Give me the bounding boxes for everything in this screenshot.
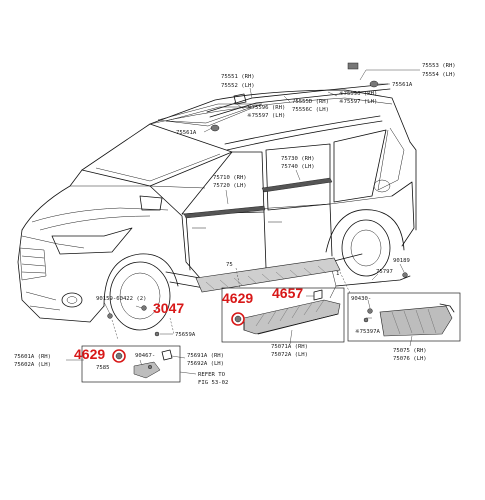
mud-guard-callouts: 90189 75797 90430- ※75397A 75075 (RH) 75… <box>335 258 461 362</box>
callout-3047: 3047 <box>153 300 184 316</box>
label-75602a: 75602A (LH) <box>14 362 51 368</box>
callout-4629-left: 4629 <box>74 346 105 362</box>
label-75596-left: ※75596 (RH) <box>247 104 285 111</box>
label-75561a-mid: 75561A <box>176 130 197 136</box>
roof-rail-cover-icon <box>233 93 247 105</box>
label-75730: 75730 (RH) <box>281 156 315 162</box>
highlight-ring-center <box>231 312 245 326</box>
label-75076: 75076 (LH) <box>393 356 427 362</box>
label-90467: 90467- <box>135 353 155 359</box>
label-75710: 75710 (RH) <box>213 175 247 181</box>
label-75597-left: ※75597 (LH) <box>247 112 285 119</box>
side-step-callouts: 75 1 75071A (RH) 75072A (LH) 4629 4657 <box>221 262 345 358</box>
label-75659a: 75659A <box>175 332 196 338</box>
label-75551: 75551 (RH) <box>221 74 255 80</box>
label-7585: 7585 <box>96 365 109 371</box>
label-90189: 90189 <box>393 258 410 264</box>
clip-4629-center-icon <box>234 315 242 323</box>
label-75597-right: ※75597 (LH) <box>339 98 377 105</box>
side-step-detail-box <box>221 287 345 343</box>
screw-90159-b-icon <box>141 305 147 311</box>
label-75601a: 75601A (RH) <box>14 354 51 360</box>
roof-clip-icon <box>210 124 220 132</box>
label-90430: 90430- <box>351 296 371 302</box>
label-number-1: 1 <box>336 271 339 277</box>
label-number-75: 75 <box>226 262 233 268</box>
clip-90189-icon <box>402 272 408 278</box>
callout-4629-center: 4629 <box>222 290 253 306</box>
label-75554: 75554 (LH) <box>422 72 456 78</box>
screw-90159-icon <box>107 313 113 319</box>
fender-callouts: 90159-60422 (2) 3047 75659A 75601A (RH) … <box>14 296 228 386</box>
label-refer-to: REFER TO <box>198 372 226 378</box>
label-75553: 75553 (RH) <box>422 63 456 69</box>
fender-bracket-icon <box>161 349 173 361</box>
mud-flap-strip <box>335 275 411 287</box>
callout-4657: 4657 <box>272 285 303 301</box>
clip-75659a-icon <box>154 331 160 337</box>
fender-flare-part <box>133 361 161 379</box>
clip-75397a-icon <box>363 317 369 323</box>
label-75691a: 75691A (RH) <box>187 353 224 359</box>
mud-guard-detail-box <box>347 292 461 342</box>
screw-90430-icon <box>367 308 373 314</box>
label-75552: 75552 (LH) <box>221 83 255 89</box>
roof-rail-clip-icon <box>369 80 379 88</box>
label-75740: 75740 (LH) <box>281 164 315 170</box>
highlight-ring-left <box>112 349 126 363</box>
fender-detail-box <box>81 345 181 383</box>
rear-door-belt-moulding <box>261 177 333 193</box>
label-75071a: 75071A (RH) <box>271 344 308 350</box>
label-75397a: ※75397A <box>355 328 381 335</box>
label-75596-right: ※75596 (RH) <box>339 90 377 97</box>
label-75692a: 75692A (LH) <box>187 361 224 367</box>
label-75556c: 75556C (LH) <box>292 107 329 113</box>
roof-rail-end-cap-icon <box>347 62 359 70</box>
label-75561a-top: 75561A <box>392 82 413 88</box>
label-90159: 90159-60422 (2) <box>96 296 147 302</box>
label-fig-ref: FIG 53-02 <box>198 380 228 386</box>
label-75720: 75720 (LH) <box>213 183 247 189</box>
clip-90467-icon <box>147 364 153 370</box>
label-75075: 75075 (RH) <box>393 348 427 354</box>
bracket-4657-icon <box>313 289 323 301</box>
running-board-on-body <box>195 257 341 293</box>
roof-rail-callouts: 75553 (RH) 75554 (LH) 75561A 75551 (RH) … <box>176 62 456 136</box>
front-door-belt-moulding <box>183 205 266 219</box>
label-75072a: 75072A (LH) <box>271 352 308 358</box>
window-moulding-callouts: 75730 (RH) 75740 (LH) 75710 (RH) 75720 (… <box>183 156 333 219</box>
label-75797: 75797 <box>376 269 393 275</box>
clip-4629-left-icon <box>115 352 123 360</box>
label-75555d: 75555D (RH) <box>292 99 329 105</box>
